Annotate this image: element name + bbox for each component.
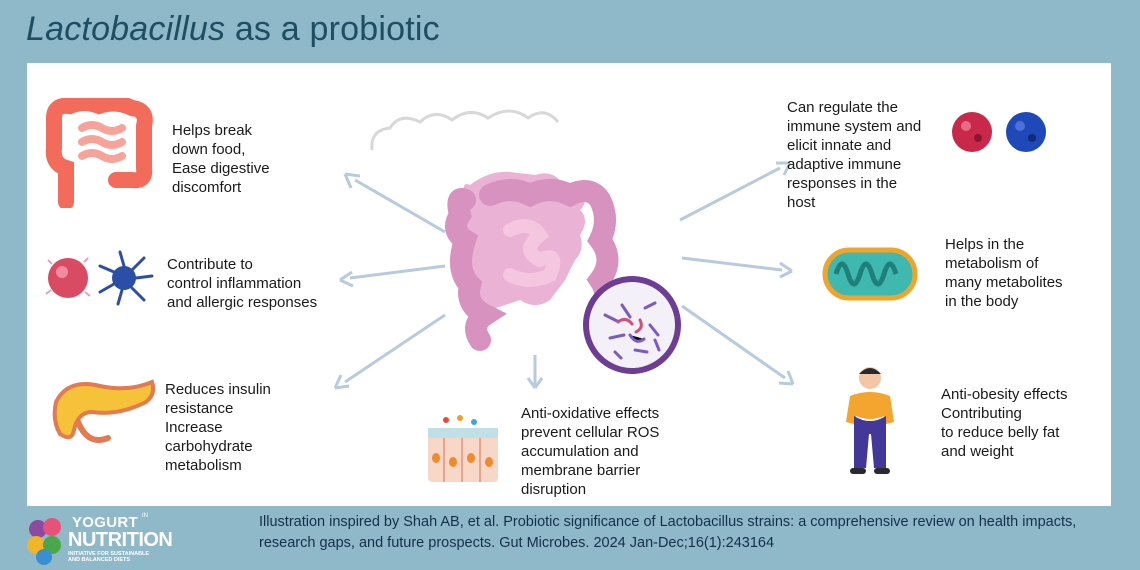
yogurt-in-nutrition-logo: YOGURT IN NUTRITION INITIATIVE FOR SUSTA… <box>24 513 173 567</box>
arrow-to-metabolites <box>681 256 793 279</box>
arrow-to-digestion <box>343 172 446 234</box>
insulin-text: Reduces insulin resistance Increase carb… <box>165 381 271 474</box>
immune-cells-icon <box>45 250 154 306</box>
immune-text: Can regulate the immune system and elici… <box>787 99 922 211</box>
inflammation-text: Contribute to control inflammation and a… <box>167 256 318 311</box>
arrow-to-inflammation <box>339 264 446 288</box>
arrow-to-insulin <box>333 313 446 390</box>
mitochondria-icon <box>822 247 918 301</box>
main-panel <box>27 63 1111 506</box>
colon-icon <box>45 98 153 208</box>
page-title: Lactobacillus as a probiotic <box>26 10 440 48</box>
tissue-cells-icon <box>428 415 498 482</box>
arrow-to-immune <box>679 161 792 222</box>
central-intestine-illustration <box>370 109 681 374</box>
arrow-to-antioxidative <box>526 355 544 389</box>
pancreas-icon <box>52 379 156 443</box>
arrow-to-obesity <box>681 304 795 386</box>
obesity-text: Anti-obesity effects Contributing to red… <box>941 386 1068 460</box>
metabolites-text: Helps in the metabolism of many metaboli… <box>945 236 1063 310</box>
citation-footer: Illustration inspired by Shah AB, et al.… <box>259 514 1077 551</box>
blood-cells-icon <box>952 112 1046 152</box>
antioxidative-text: Anti-oxidative effects prevent cellular … <box>521 405 660 498</box>
logo-petals-icon <box>27 518 61 565</box>
person-icon <box>846 367 894 474</box>
digestion-text: Helps break down food, Ease digestive di… <box>172 122 270 196</box>
